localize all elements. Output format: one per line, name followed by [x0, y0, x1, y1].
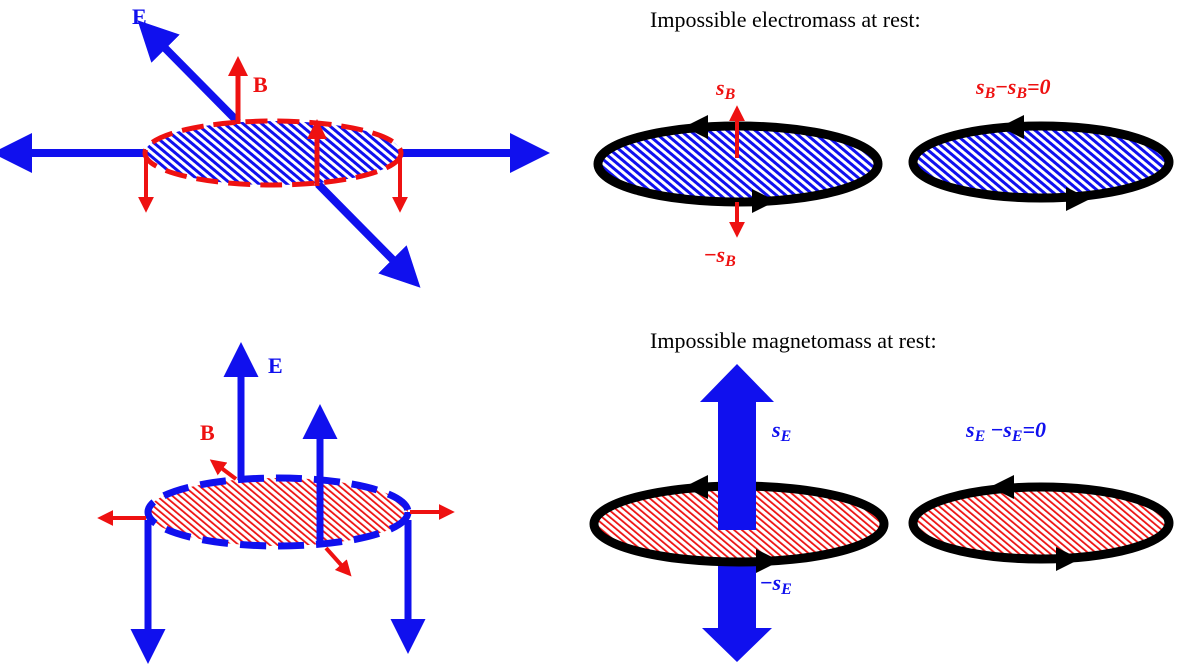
net-spin-label: sE −sE=0: [965, 417, 1046, 445]
e-label: E: [268, 353, 283, 378]
e-arrow-upper-left: [137, 20, 241, 125]
rotation-arrow-front-icon: [756, 549, 780, 573]
rotation-arrow-back-icon: [684, 115, 708, 139]
electromass-caption: Impossible electromass at rest:: [650, 7, 921, 32]
net-spin-label: sB−sB=0: [975, 74, 1051, 102]
magnetomass-spin-diagram: sE −sE: [589, 364, 889, 662]
spin-up-label: sB: [715, 75, 736, 103]
rotation-arrow-front-icon: [1056, 547, 1080, 571]
b-label: B: [253, 72, 268, 97]
charged-disk: [142, 118, 404, 188]
rotation-arrow-front-icon: [1066, 187, 1090, 211]
spin-down-thick-arrow: [702, 560, 772, 662]
b-arrow-front: [324, 546, 352, 577]
rotation-arrow-back-icon: [684, 475, 708, 499]
b-label: B: [200, 420, 215, 445]
magnetic-disk: [144, 474, 412, 550]
spinning-disk-b: [908, 121, 1174, 203]
rotation-arrow-back-icon: [990, 475, 1014, 499]
rotation-arrow-back-icon: [1000, 115, 1024, 139]
magnetomass-caption: Impossible magnetomass at rest:: [650, 328, 937, 353]
spin-up-label: sE: [771, 417, 791, 445]
b-arrow-back: [209, 459, 238, 481]
e-label: E: [132, 4, 147, 29]
spinning-disk-d: [908, 482, 1174, 564]
electromass-spin-diagram: sB −sB: [593, 75, 883, 270]
rotation-arrow-front-icon: [752, 189, 776, 213]
magnetomass-net-diagram: sE −sE=0: [908, 417, 1174, 571]
electromass-net-diagram: sB−sB=0: [908, 74, 1174, 211]
spin-down-label: −sB: [704, 242, 736, 270]
electromass-field-diagram: E B: [0, 4, 550, 288]
spin-up-thick-arrow: [700, 364, 774, 530]
magnetomass-field-diagram: E B: [97, 342, 455, 664]
e-arrow-lower-right: [315, 181, 421, 288]
spin-down-label: −sE: [760, 570, 792, 598]
